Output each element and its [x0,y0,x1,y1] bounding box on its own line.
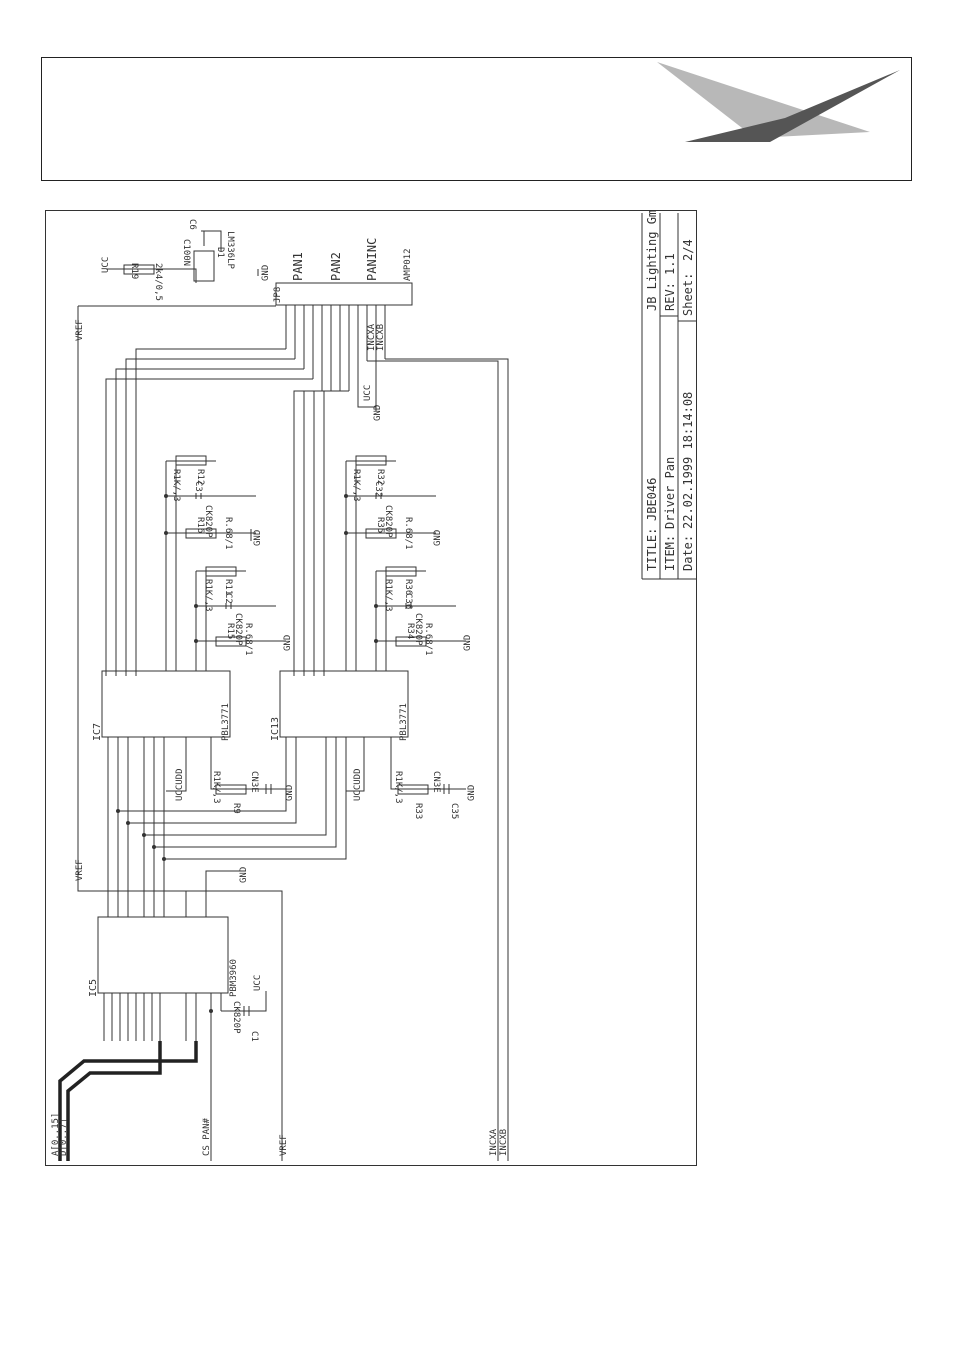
item-label: ITEM: [663,535,677,571]
sheet-label: Sheet: [681,273,695,316]
net-vref-top: VREF [75,319,85,341]
net-vref-bottom: VREF [279,1134,289,1156]
group-paninc: PANINC [365,238,379,281]
net-ucc-ic5: UCC [253,975,263,991]
connector-ref: JP8 [273,287,283,303]
connector-part: AMP012 [403,248,413,281]
group-pan1: PAN1 [291,252,305,281]
date-label: Date: [681,535,695,571]
net-gnd-ic13b: GND [463,635,473,651]
net-gnd-mid: GND [373,405,383,421]
r15-label: R15 [225,623,235,639]
cn3-ic13: CN3E [431,771,441,793]
r35-label: R35 [375,517,385,533]
r9-value: R1K/,3 [211,771,221,804]
net-uccudd-ic13: UCCUDD [353,768,363,801]
rev-label: REV: [663,282,677,311]
c36-label: C36 [403,593,413,609]
r16-label: R16 [195,517,205,533]
net-gnd-ic13: GND [433,530,443,546]
c2-label: C2 [223,593,233,604]
r36-label: R36 [403,579,413,595]
ic5-ref: IC5 [88,979,99,997]
r12-value: R1K/,3 [171,469,181,502]
ic7-part: PBL3771 [221,703,231,741]
r16-value: R.68/1 [223,517,233,550]
r36-value: R1K/,3 [383,579,393,612]
company-logo [657,62,900,142]
lm336-label: LM336LP [225,231,235,270]
r34-value: R.68/1 [423,623,433,656]
header-frame [41,57,912,181]
c2-value: CK820P [233,613,243,646]
c1-label: C1 [249,1031,259,1042]
c1-value: CK820P [231,1001,241,1034]
d1-label: D1 [215,247,225,258]
c3-value: CK820P [203,505,213,538]
net-gnd-ic7b: GND [283,635,293,651]
net-uccudd-ic7: UCCUDD [175,768,185,801]
title-value: JBE046 [645,478,659,521]
c36-value: CK820P [413,613,423,646]
ic13-part: PBL3771 [399,703,409,741]
ic7-ref: IC7 [92,723,103,741]
net-incxb-top: INCXB [376,324,386,351]
c32-value: CK820P [383,505,393,538]
r32-label: R32 [375,469,385,485]
rev-value: 1.1 [663,253,677,275]
net-incxa-top: INCXA [367,323,377,351]
net-vref-mid: VREF [75,859,85,881]
r15-value: R.68/1 [243,623,253,656]
r33-value: R1K/,3 [393,771,403,804]
net-gnd-ic13c: GND [467,785,477,801]
schematic-diagram: TITLE: JBE046 JB Lighting GmbH ITEM: Dri… [51,195,696,1161]
cn3-ic7: CN3E [249,771,259,793]
net-incxb: INCXB [499,1129,509,1156]
r11-label: R11 [223,579,233,595]
company-name: JB Lighting GmbH [645,211,659,311]
net-incxa: INCXA [489,1128,499,1156]
net-cs: CS_PAN# [202,1117,212,1156]
c32-label: C32 [373,481,383,497]
r9-label: R9 [231,803,241,814]
item-value: Driver Pan [663,457,677,529]
schematic-sheet: TITLE: JBE046 JB Lighting GmbH ITEM: Dri… [45,195,697,1166]
r12-label: R12 [195,469,205,485]
r33-label: R33 [413,803,423,819]
r19-value: 2k4/0,5 [153,263,163,301]
net-bus-a: A[0..15] [51,1113,61,1156]
group-pan2: PAN2 [329,252,343,281]
r35-value: R.68/1 [403,517,413,550]
sheet-value: 2/4 [681,239,695,261]
net-gnd-top: GND [261,265,271,281]
date-value: 22.02.1999 18:14:08 [681,392,695,529]
r11-value: R1K/,3 [203,579,213,612]
net-gnd-ic7c: GND [285,785,295,801]
r34-label: R34 [405,623,415,639]
c6-label: C6 [187,219,197,230]
c3-label: C3 [193,481,203,492]
net-ucc-top: UCC [101,257,111,273]
r32-value: R1K/,3 [351,469,361,502]
net-ucc-mid: UCC [363,385,373,401]
r19-label: R19 [129,263,139,279]
title-label: TITLE: [645,528,659,571]
c35-label: C35 [449,803,459,819]
c100n-label: C100N [181,239,191,266]
ic13-ref: IC13 [270,717,281,741]
net-gnd-ic7: GND [253,530,263,546]
net-bus-d: D[0..7] [59,1118,69,1156]
net-gnd-ic5: GND [239,867,249,883]
ic5-part: PBM3960 [229,959,239,997]
